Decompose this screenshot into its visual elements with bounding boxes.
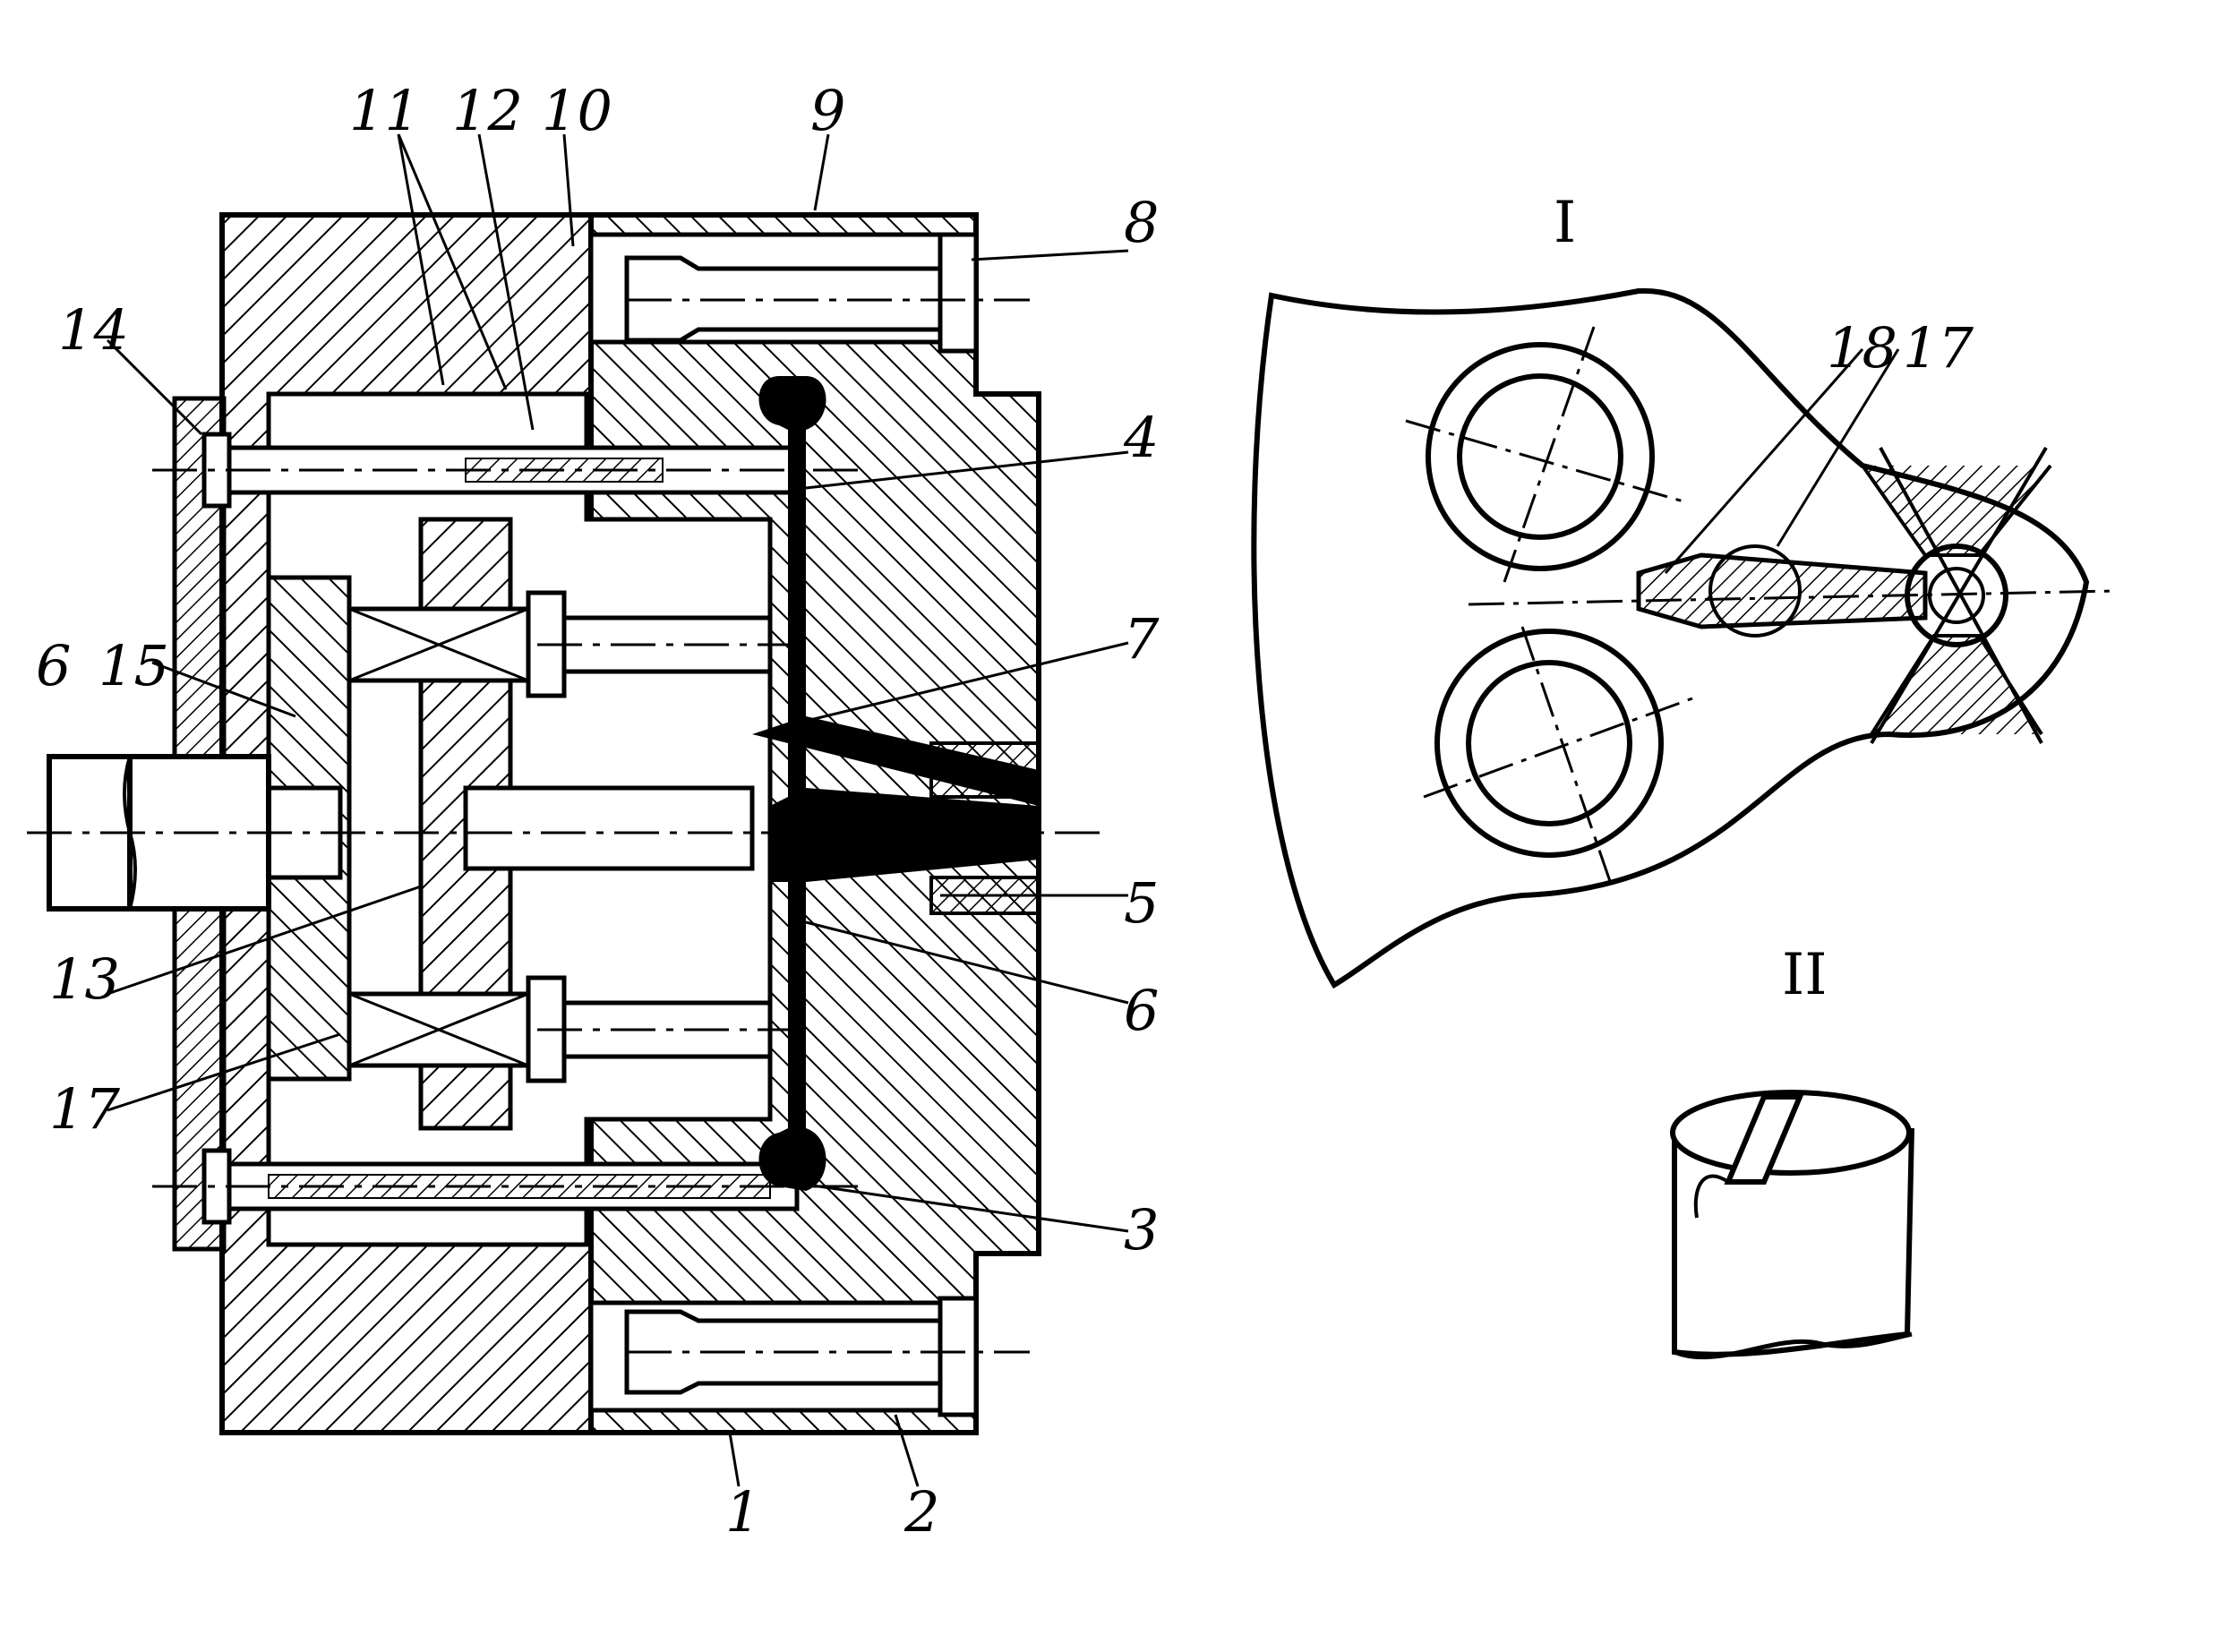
label-11: 11 [349, 78, 420, 143]
gear-core-bottom [347, 975, 773, 1083]
label-12: 12 [452, 78, 523, 143]
leader-lines [106, 133, 1900, 1487]
label-6: 6 [1124, 978, 1159, 1043]
callout-labels: 8 4 7 5 6 3 1 2 9 10 12 11 14 6 15 13 17… [36, 78, 1974, 1545]
cavity-circle-top [1426, 342, 1655, 571]
label-8: 8 [1124, 190, 1159, 255]
detail-view-2 [1670, 1090, 1914, 1360]
label-14: 14 [58, 297, 129, 363]
pin-groove [1693, 1174, 1730, 1219]
label-18: 18 [1827, 315, 1897, 381]
label-7: 7 [1124, 606, 1160, 672]
centerlines [27, 298, 1110, 1354]
detail-view-1 [1251, 287, 2114, 989]
label-16: 6 [36, 633, 71, 698]
central-shaft [463, 785, 755, 871]
label-3: 3 [1124, 1197, 1159, 1263]
sprue-bushing [929, 741, 1040, 799]
label-10: 10 [542, 78, 612, 143]
pin-break-line [1674, 1331, 1913, 1360]
label-5: 5 [1124, 870, 1159, 936]
pin-body [1672, 1127, 1914, 1357]
view-label-2: II [1782, 942, 1828, 1008]
view-label-1: I [1554, 190, 1576, 256]
label-15: 15 [98, 633, 169, 698]
label-9: 9 [810, 78, 845, 143]
label-2: 2 [903, 1479, 939, 1545]
label-17: 17 [49, 1076, 120, 1142]
pin-top [1670, 1090, 1912, 1176]
detail-1-centerlines [1405, 326, 2114, 887]
cavity-circle-bottom [1434, 629, 1664, 858]
label-4: 4 [1123, 405, 1159, 470]
label-17-detail: 17 [1903, 315, 1974, 381]
pin-slot [1724, 1094, 1804, 1185]
label-13: 13 [49, 946, 120, 1012]
mold-section-view [27, 212, 1110, 1435]
label-1: 1 [725, 1479, 760, 1545]
